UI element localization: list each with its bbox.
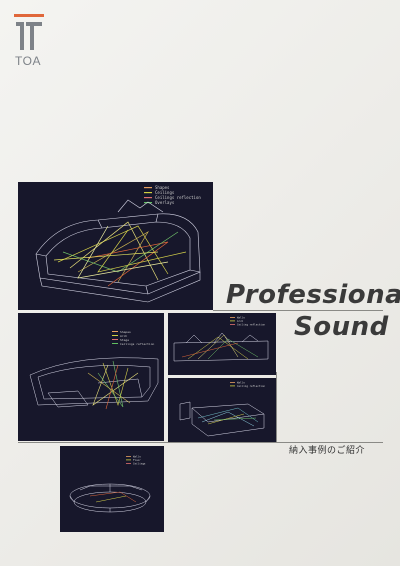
legend-item: Walls <box>237 381 245 385</box>
hall-wireframe-bottom: Walls Floor Ceilings <box>69 455 151 513</box>
legend-item: Ceiling reflection <box>237 323 266 327</box>
simulation-panel-mid-right-top: Walls Arch Ceiling reflection <box>168 313 276 375</box>
legend-item: Arch <box>120 334 127 338</box>
simulation-panel-bottom: Walls Floor Ceilings <box>60 446 164 532</box>
legend-item: Walls <box>133 455 141 459</box>
legend-item: Ceilings <box>155 190 175 195</box>
brand-name: TOA <box>15 54 41 68</box>
toa-logo-icon <box>14 14 44 50</box>
legend-item: Shapes <box>120 330 131 334</box>
legend-item: Floor <box>133 458 141 462</box>
simulation-panel-mid-right-bottom: Walls Ceiling reflection <box>168 378 276 442</box>
legend-item: Ceilings reflection <box>155 195 201 200</box>
hall-wireframe-mid-right-top: Walls Arch Ceiling reflection <box>173 316 269 362</box>
title-line-1: Professional <box>226 280 400 310</box>
legend-item: Ceiling reflection <box>237 384 266 388</box>
hall-wireframe-main: Shapes Ceilings Ceilings reflection Over… <box>35 185 201 303</box>
hall-wireframe-mid-left: Shapes Arch Stage Ceilings reflection <box>29 330 159 410</box>
simulation-panel-main: Shapes Ceilings Ceilings reflection Over… <box>18 182 213 310</box>
divider-line <box>18 442 383 443</box>
legend-item: Walls <box>237 316 245 320</box>
legend-item: Shapes <box>155 185 170 190</box>
hall-wireframe-mid-right-bottom: Walls Ceiling reflection <box>179 381 266 437</box>
title-line-2: Sound <box>294 312 389 342</box>
divider-line <box>213 310 383 311</box>
subtitle: 納入事例のご紹介 <box>289 446 366 456</box>
legend-item: Arch <box>237 319 244 323</box>
simulation-panel-mid-left: Shapes Arch Stage Ceilings reflection <box>18 313 164 441</box>
divider-line-vertical <box>276 372 277 442</box>
legend-item: Ceilings <box>133 462 146 466</box>
legend-item: Overlays <box>155 200 175 205</box>
legend-item: Ceilings reflection <box>120 342 155 346</box>
legend-item: Stage <box>120 338 129 342</box>
